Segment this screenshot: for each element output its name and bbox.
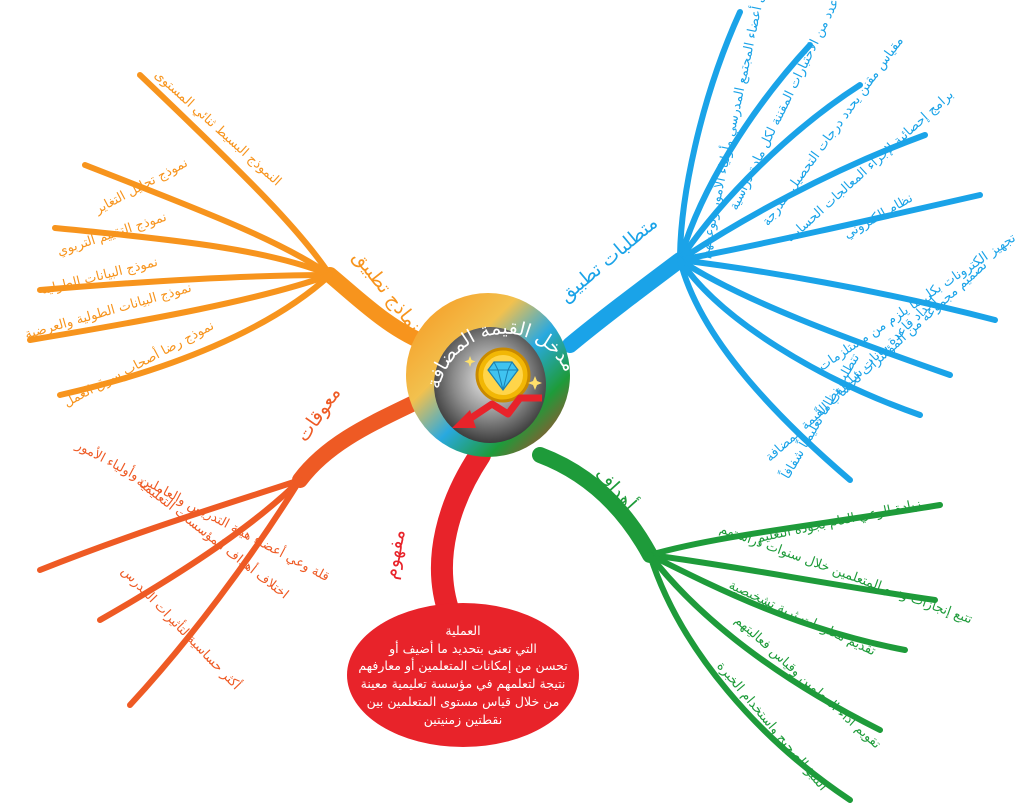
concept-line: نقطتين زمنيتين [423, 711, 503, 727]
concept-line: من خلال قياس مستوى المتعلمين بين [366, 693, 560, 709]
concept-line: العملية [445, 622, 481, 638]
concept-line: تحسن من إمكانات المتعلمين أو معارفهم [358, 658, 568, 674]
concept-line: التي تعنى بتحديد ما أضيف أو [389, 640, 537, 656]
concept-line: نتيجة لتعلمهم في مؤسسة تعليمية معينة [360, 676, 566, 691]
models-branch-lines [27, 72, 438, 398]
concept-branch-lines [430, 444, 491, 626]
trend-arrow-icon [452, 394, 542, 428]
diamond-icon [464, 347, 542, 403]
concept-definition: العملية التي تعنى بتحديد ما أضيف أو تحسن… [342, 606, 584, 744]
requirements-branch-lines [562, 9, 998, 483]
concept-bubble [347, 603, 579, 747]
obstacles-branch-lines [37, 392, 428, 708]
goals-branch-lines [532, 447, 943, 803]
